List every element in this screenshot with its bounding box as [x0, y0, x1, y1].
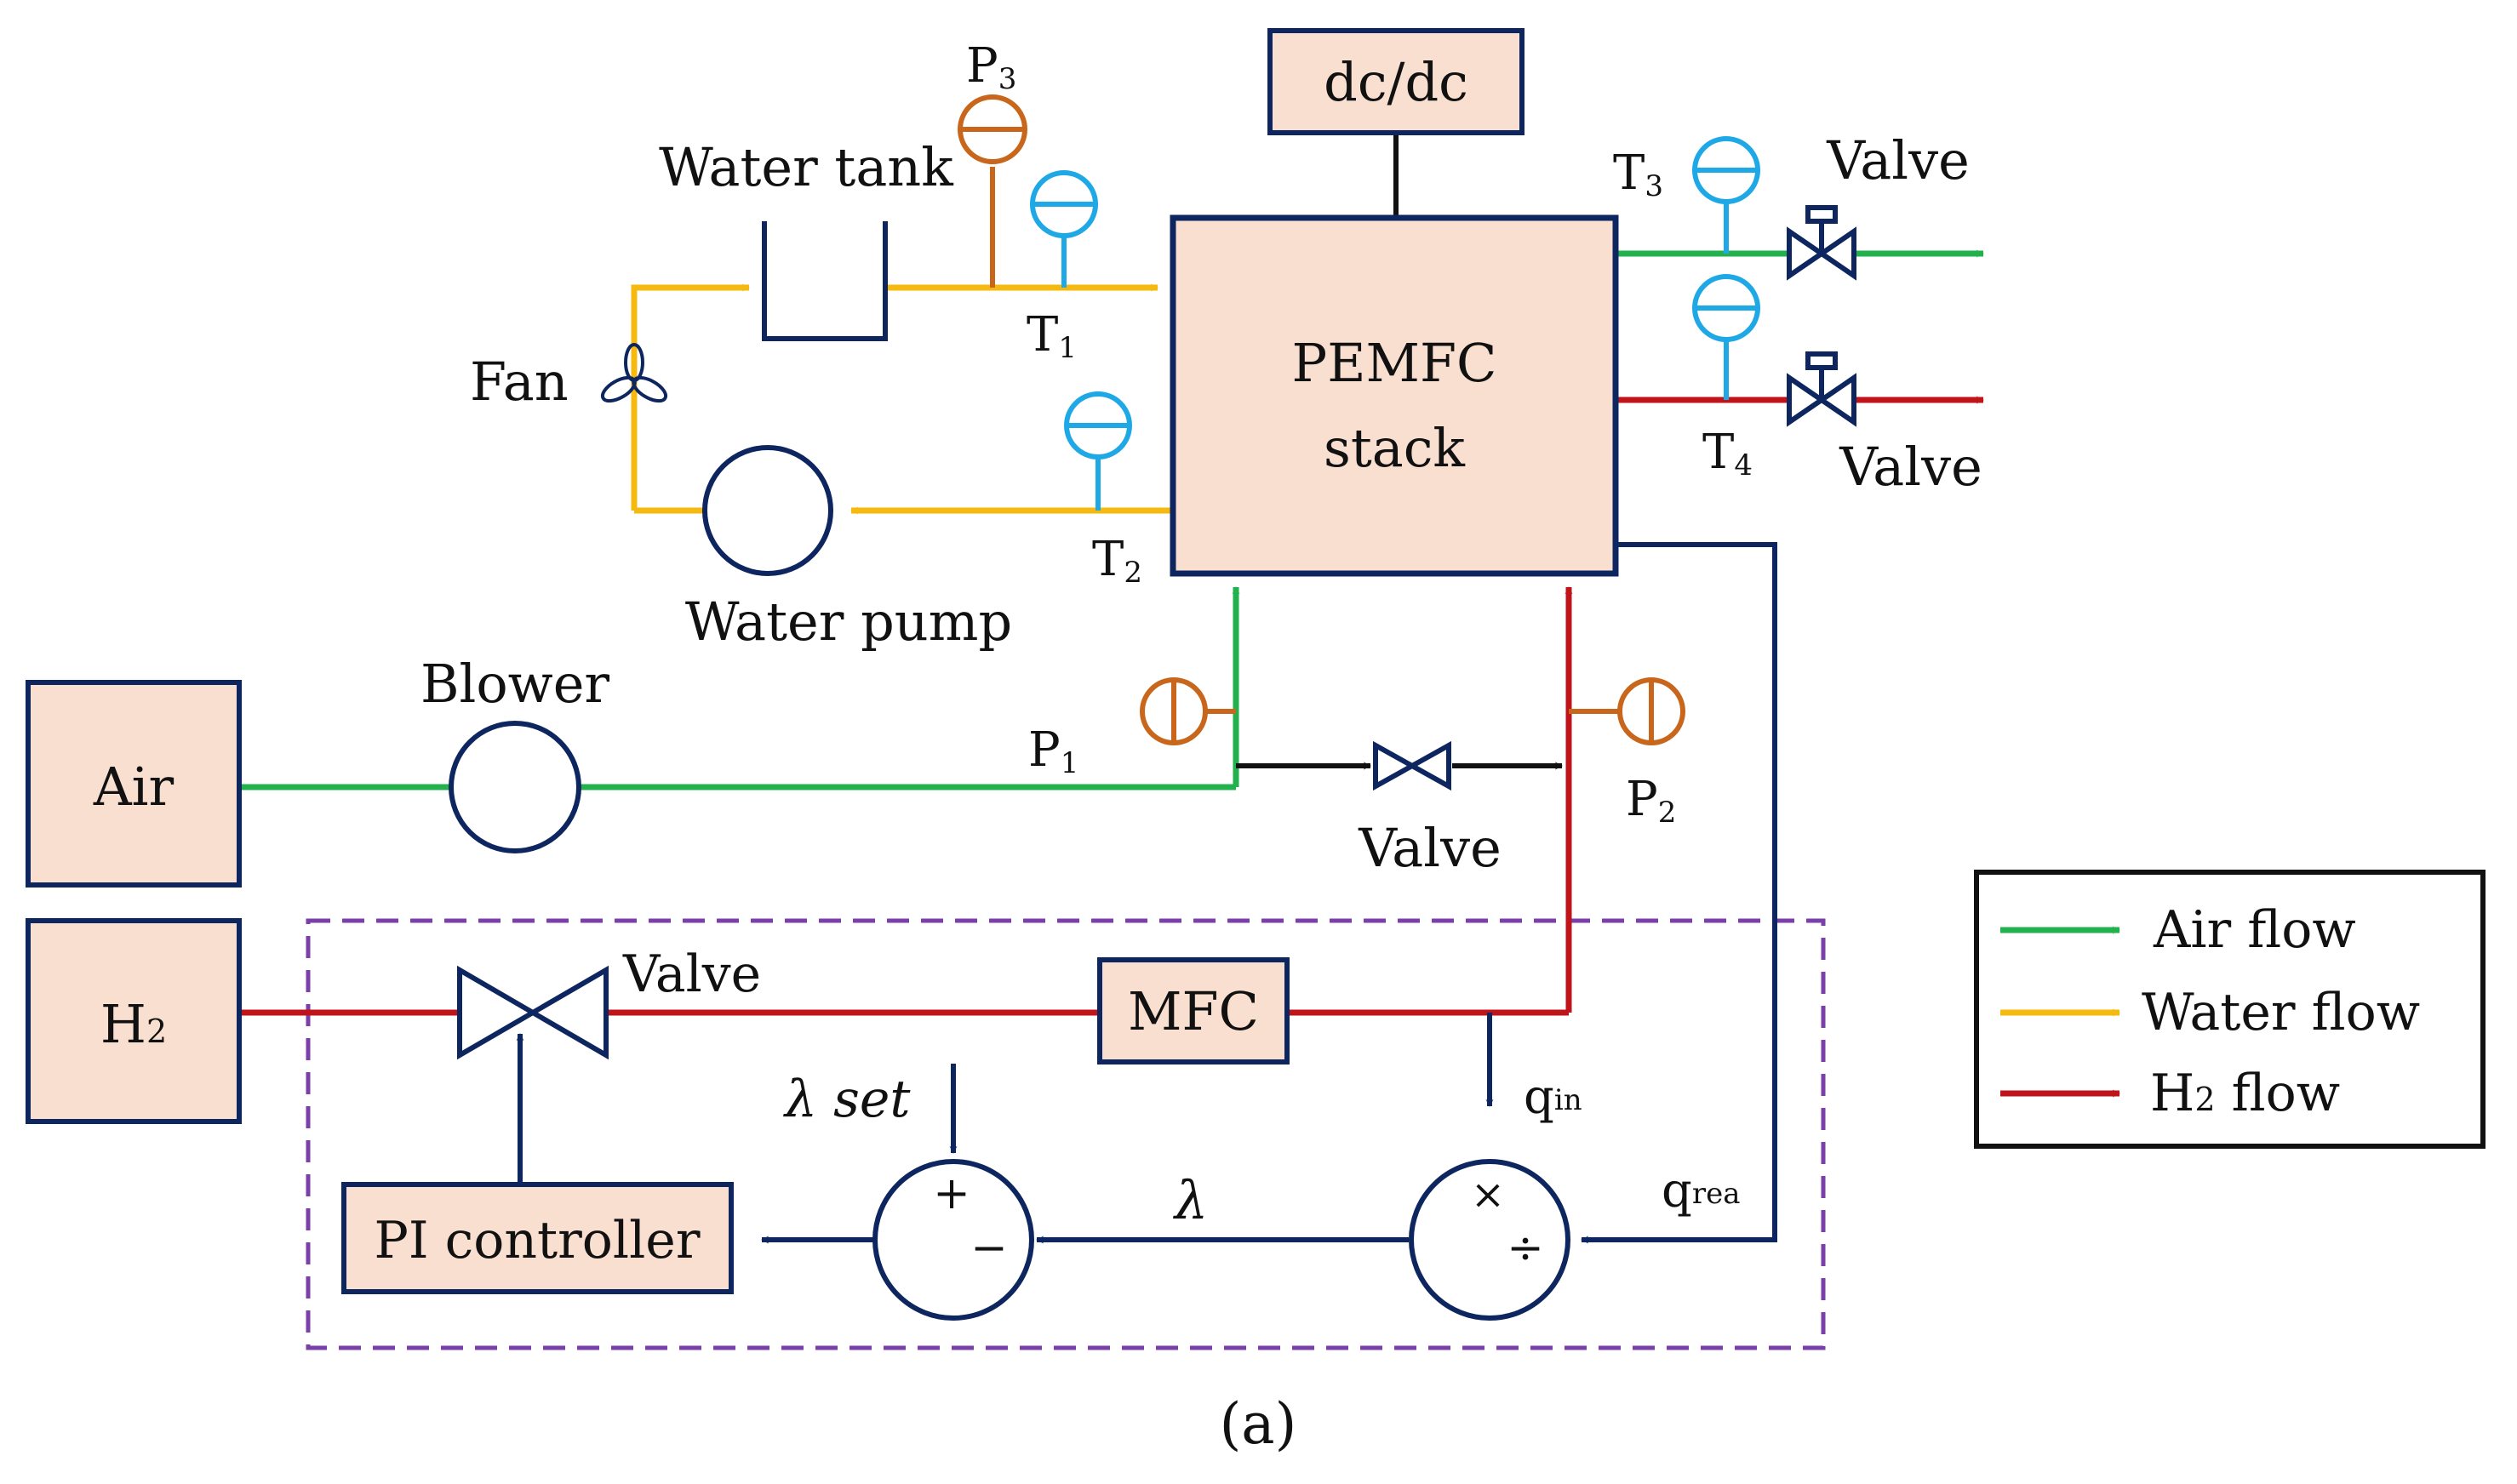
water-pump-symbol: [702, 445, 833, 576]
temperature-sensor-t4: [1692, 274, 1760, 400]
fan-label: Fan: [470, 351, 569, 413]
fan-icon: [600, 343, 668, 403]
sensor-label-t2: T2: [1092, 532, 1142, 590]
legend-label-air: Air flow: [2153, 900, 2356, 960]
water-tank: [762, 221, 888, 341]
plus-sign: +: [933, 1168, 970, 1219]
water-loop: [631, 283, 1170, 515]
divide-sign: ÷: [1507, 1223, 1544, 1274]
temperature-sensor-t1: [1030, 170, 1098, 288]
valve-outlet-bottom-icon: [1787, 351, 1856, 427]
ratio-block: [1409, 1159, 1570, 1321]
air-source-box: [26, 680, 242, 888]
pemfc-stack-box: [1170, 214, 1619, 577]
times-sign: ×: [1471, 1171, 1505, 1219]
air-supply-line: [240, 586, 1240, 791]
dcdc-box: [1267, 28, 1525, 135]
valve-label-outlet-top: Valve: [1826, 129, 1970, 191]
blower-label: Blower: [420, 653, 609, 715]
pressure-sensor-p3: [958, 94, 1027, 288]
sensor-label-t4: T4: [1702, 425, 1753, 482]
sensor-label-p2: P2: [1626, 772, 1676, 830]
dcdc-label: dc/dc: [1324, 51, 1468, 113]
bypass-valve-icon: [1373, 740, 1451, 791]
lambda-label: λ: [1172, 1169, 1208, 1231]
legend-label-water: Water flow: [2142, 983, 2420, 1042]
legend-label-h2: H2 flow: [2150, 1064, 2340, 1123]
sensor-label-p1: P1: [1028, 722, 1078, 780]
sensor-label-t3: T3: [1613, 146, 1663, 203]
control-signals: [516, 542, 1777, 1244]
water-pump-label: Water pump: [685, 591, 1012, 653]
h2-supply-line: [240, 586, 1573, 1016]
valve-label-bypass: Valve: [1358, 817, 1502, 879]
air-label: Air: [93, 756, 174, 818]
blower-symbol: [449, 721, 581, 853]
temperature-sensor-t3: [1692, 136, 1760, 254]
pi-controller-box: [341, 1182, 734, 1294]
stack-label-line1: PEMFC: [1292, 332, 1497, 394]
valve-label-h2: Valve: [622, 945, 761, 1004]
pi-controller-label: PI controller: [375, 1211, 701, 1270]
h2-valve-icon: [457, 965, 609, 1060]
control-loop-region: [306, 918, 1826, 1350]
valve-label-outlet-bottom: Valve: [1839, 436, 1982, 498]
legend-box: [1974, 870, 2486, 1149]
lambda-set-label: λ set: [783, 1070, 911, 1129]
temperature-sensor-t2: [1064, 391, 1132, 511]
water-tank-label: Water tank: [659, 136, 953, 198]
sensor-label-t1: T1: [1027, 307, 1077, 365]
minus-sign: −: [970, 1223, 1008, 1274]
h2-label: H2: [100, 993, 167, 1055]
valve-outlet-top-icon: [1787, 205, 1856, 281]
sensor-label-p3: P3: [966, 38, 1016, 96]
h2-source-box: [26, 918, 242, 1124]
mfc-label: MFC: [1128, 980, 1259, 1042]
qrea-label: qrea: [1662, 1163, 1741, 1219]
caption: (a): [1220, 1391, 1297, 1457]
stack-label-line2: stack: [1324, 417, 1465, 479]
pressure-sensor-p1: [1140, 677, 1236, 745]
qin-label: qin: [1524, 1070, 1582, 1125]
pressure-sensor-p2: [1569, 677, 1685, 745]
mfc-box: [1097, 957, 1290, 1064]
summing-junction: [872, 1159, 1034, 1321]
